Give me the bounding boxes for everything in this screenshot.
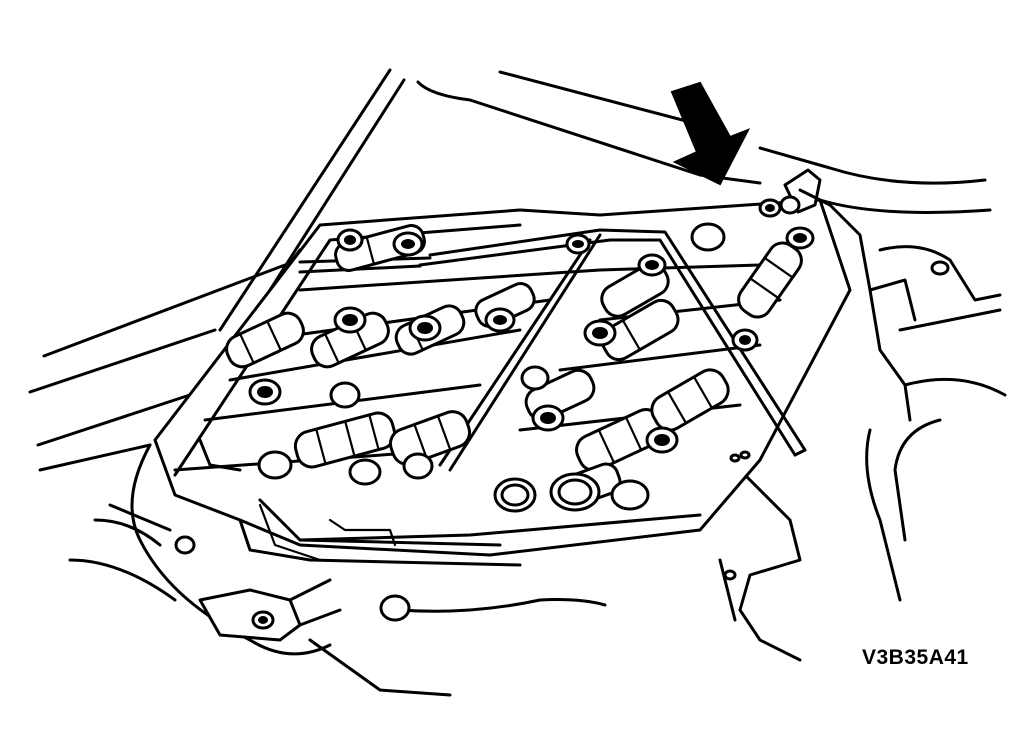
lower-bracket bbox=[198, 578, 342, 642]
bolt bbox=[484, 307, 516, 333]
figure-code-label: V3B35A41 bbox=[862, 646, 969, 669]
bolt bbox=[785, 226, 815, 250]
bolt bbox=[248, 378, 282, 406]
housing-right bbox=[718, 203, 1007, 662]
bolt bbox=[531, 404, 565, 432]
harness-connector bbox=[758, 168, 832, 218]
arrow-icon bbox=[670, 81, 751, 186]
bolt bbox=[333, 306, 367, 334]
bolt bbox=[336, 228, 364, 252]
solenoid-row-lower bbox=[293, 241, 803, 508]
solenoid bbox=[293, 411, 397, 469]
bolt bbox=[565, 233, 591, 255]
bolt bbox=[583, 319, 617, 347]
solenoid bbox=[388, 410, 472, 466]
bolt bbox=[637, 253, 667, 277]
solenoid bbox=[600, 298, 680, 362]
solenoid bbox=[600, 262, 670, 318]
fittings bbox=[174, 222, 751, 622]
bolt bbox=[408, 314, 442, 342]
bolt bbox=[731, 328, 759, 352]
solenoid bbox=[225, 311, 305, 369]
bolts bbox=[248, 226, 815, 454]
solenoid bbox=[650, 368, 730, 432]
bolt bbox=[645, 426, 679, 454]
bolt bbox=[392, 231, 424, 257]
